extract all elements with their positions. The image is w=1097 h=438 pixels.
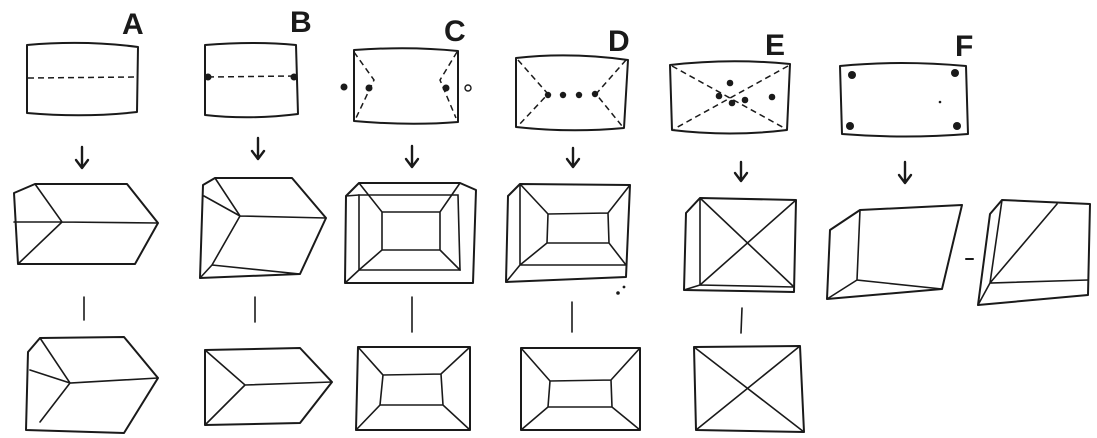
folded-box-d-alt: [520, 347, 641, 431]
folded-box-a-alt: [25, 336, 159, 434]
folded-box-c-alt: [355, 346, 471, 431]
down-arrow-icon: [565, 146, 581, 169]
glue-dot: [365, 84, 373, 92]
label-a: A: [122, 8, 144, 41]
folded-box-b: [199, 177, 327, 279]
flat-card-c: [340, 47, 472, 125]
glue-dot: [741, 96, 749, 104]
flat-card-e: [669, 60, 791, 135]
label-b: B: [290, 6, 312, 39]
label-d: D: [608, 25, 630, 58]
glue-dot: [204, 73, 212, 81]
down-arrow-icon: [74, 145, 90, 170]
folded-box-a: [13, 183, 159, 265]
folded-box-c: [344, 182, 477, 284]
separator-line: [740, 307, 743, 334]
glue-dot: [846, 122, 854, 130]
column-c: C: [340, 15, 477, 431]
folded-box-f: [826, 204, 963, 300]
down-arrow-icon: [897, 160, 913, 185]
glue-dot-open: [464, 84, 472, 92]
glue-dot: [544, 91, 552, 99]
flat-card-b: [204, 42, 299, 119]
glue-dot: [575, 91, 583, 99]
label-c: C: [444, 15, 466, 48]
column-d: D: [505, 25, 641, 431]
down-arrow-icon: [733, 160, 749, 183]
glue-dot: [591, 90, 599, 98]
folded-box-d: [505, 183, 631, 295]
glue-dot: [848, 71, 856, 79]
glue-dot: [290, 73, 298, 81]
flat-card-a: [26, 41, 139, 117]
flat-card-f: [839, 62, 969, 138]
glue-dot: [442, 84, 450, 92]
column-e: E: [669, 29, 805, 433]
glue-dot: [715, 92, 723, 100]
ink-speck: [938, 100, 942, 104]
folded-box-e-alt: [693, 345, 805, 433]
down-arrow-icon: [404, 144, 420, 169]
column-f: F: [826, 30, 1091, 306]
glue-dot: [768, 93, 776, 101]
ink-speck: [616, 291, 620, 295]
glue-dot: [726, 79, 734, 87]
folded-box-b-alt: [204, 347, 333, 426]
ink-speck: [622, 285, 626, 289]
glue-dot: [951, 69, 959, 77]
label-f: F: [955, 30, 973, 63]
down-arrow-icon: [250, 136, 266, 161]
label-e: E: [765, 29, 785, 62]
glue-dot: [559, 91, 567, 99]
folded-box-f-alt: [977, 199, 1091, 306]
column-a: A: [13, 8, 159, 434]
glue-dot: [340, 83, 348, 91]
column-b: B: [199, 6, 333, 426]
glue-dot: [953, 122, 961, 130]
flat-card-d: [515, 54, 629, 132]
folded-box-e: [683, 197, 797, 293]
glue-dot: [728, 99, 736, 107]
